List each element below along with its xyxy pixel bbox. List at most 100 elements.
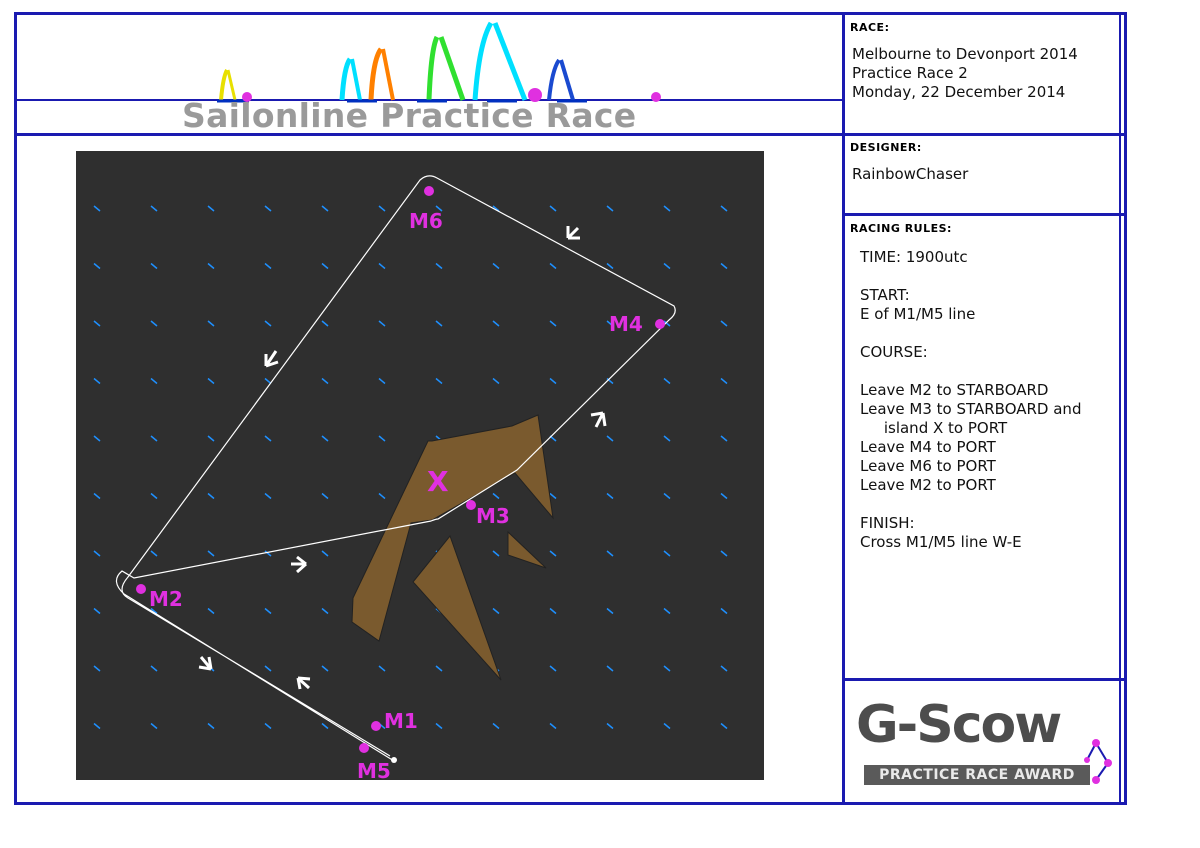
wind-arrow xyxy=(663,320,671,327)
wind-arrow xyxy=(435,262,443,270)
wind-arrow xyxy=(720,262,728,270)
wind-arrow xyxy=(321,435,329,442)
banner-title: Sailonline Practice Race xyxy=(182,96,637,135)
wind-arrow xyxy=(606,377,614,385)
wind-arrow xyxy=(663,722,671,730)
rules-heading: RACING RULES: xyxy=(850,222,952,235)
wind-arrow xyxy=(93,205,101,212)
mark-m6-label: M6 xyxy=(409,209,443,233)
island-land-south xyxy=(412,534,502,681)
course-line xyxy=(115,175,676,762)
wind-arrow xyxy=(606,550,614,557)
wind-arrow xyxy=(150,607,158,615)
wind-arrow xyxy=(663,205,671,212)
wind-arrow xyxy=(720,665,728,672)
wind-arrow xyxy=(264,665,272,672)
wind-arrow xyxy=(435,377,443,385)
course-map: M1 M2 M3 M4 M5 M6 X xyxy=(76,151,764,780)
wind-arrow xyxy=(93,320,101,327)
wind-arrow xyxy=(663,550,671,557)
wind-arrow xyxy=(492,492,500,500)
wind-arrow xyxy=(321,665,329,672)
wind-arrow xyxy=(549,377,557,385)
wind-arrow xyxy=(549,722,557,730)
wind-arrow xyxy=(549,492,557,500)
race-line-2: Practice Race 2 xyxy=(852,64,968,82)
wind-arrow xyxy=(606,205,614,212)
award-subtitle: PRACTICE RACE AWARD xyxy=(864,765,1090,785)
wind-arrow xyxy=(150,665,158,672)
wind-arrow xyxy=(663,492,671,500)
mark-m3-buoy xyxy=(466,500,476,510)
race-line-1: Melbourne to Devonport 2014 xyxy=(852,45,1078,63)
designer-divider xyxy=(842,213,1124,216)
wind-arrow xyxy=(435,665,443,672)
mark-m4-label: M4 xyxy=(609,312,643,336)
island-land-islet xyxy=(507,530,547,569)
wind-arrow xyxy=(549,205,557,212)
race-heading: RACE: xyxy=(850,21,890,34)
wind-arrow xyxy=(378,205,386,212)
wind-arrow xyxy=(549,262,557,270)
wind-arrow xyxy=(264,722,272,730)
wind-arrow xyxy=(150,550,158,557)
wind-arrow xyxy=(150,722,158,730)
wind-arrow xyxy=(150,320,158,327)
wind-arrow xyxy=(378,262,386,270)
wind-arrow xyxy=(720,377,728,385)
wind-arrow xyxy=(492,262,500,270)
wind-arrow xyxy=(435,320,443,327)
wind-arrow xyxy=(663,435,671,442)
wind-arrow xyxy=(720,550,728,557)
wind-arrow xyxy=(378,377,386,385)
wind-arrow xyxy=(207,320,215,327)
wind-arrow xyxy=(207,492,215,500)
wind-arrow xyxy=(606,320,614,327)
banner xyxy=(17,15,842,133)
wind-arrow xyxy=(720,722,728,730)
wind-arrow xyxy=(435,722,443,730)
wind-arrow xyxy=(549,320,557,327)
wind-arrow xyxy=(492,205,500,212)
mark-m5-buoy xyxy=(359,743,369,753)
wind-arrow xyxy=(93,492,101,500)
wind-arrow xyxy=(93,262,101,270)
wind-arrow xyxy=(663,262,671,270)
wind-arrow xyxy=(321,722,329,730)
wind-arrow xyxy=(264,320,272,327)
mark-m5-label: M5 xyxy=(357,759,391,780)
banner-divider xyxy=(14,133,844,136)
wind-arrow xyxy=(207,607,215,615)
wind-arrow xyxy=(93,722,101,730)
designer-heading: DESIGNER: xyxy=(850,141,922,154)
award-mark-icon xyxy=(1084,739,1112,784)
mark-m4-buoy xyxy=(655,319,665,329)
wind-arrows xyxy=(93,205,728,730)
wind-arrow xyxy=(606,607,614,615)
wind-arrow xyxy=(150,205,158,212)
wind-arrow xyxy=(264,377,272,385)
sails-logo xyxy=(17,21,842,103)
wind-arrow xyxy=(663,377,671,385)
race-line-3: Monday, 22 December 2014 xyxy=(852,83,1066,101)
wind-arrow xyxy=(321,492,329,500)
right-inner-border xyxy=(1119,12,1121,802)
mark-m2-label: M2 xyxy=(149,587,183,611)
wind-arrow xyxy=(150,262,158,270)
wind-arrow xyxy=(150,377,158,385)
wind-arrow xyxy=(93,377,101,385)
direction-arrows xyxy=(198,226,607,690)
wind-arrow xyxy=(207,377,215,385)
wind-arrow xyxy=(720,435,728,442)
wind-arrow xyxy=(492,550,500,557)
wind-arrow xyxy=(549,665,557,672)
wind-arrow xyxy=(378,665,386,672)
wind-arrow xyxy=(606,492,614,500)
wind-arrow xyxy=(492,607,500,615)
wind-arrow xyxy=(93,435,101,442)
award-title: G-Scow xyxy=(856,695,1062,755)
race-divider xyxy=(842,133,1124,136)
wind-arrow xyxy=(378,320,386,327)
wind-arrow xyxy=(93,550,101,557)
wind-arrow xyxy=(264,550,272,557)
